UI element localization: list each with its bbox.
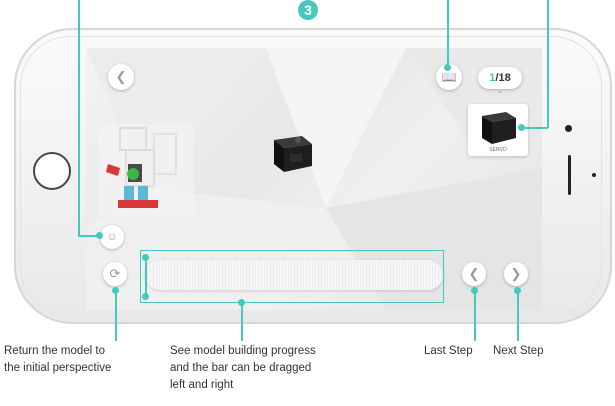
progress-highlight-box <box>140 250 444 303</box>
phone-bezel <box>20 36 602 316</box>
step-counter: 1/18 <box>478 67 522 89</box>
callout-line-thumbnail <box>547 0 549 128</box>
chevron-left-icon: ❮ <box>468 266 480 281</box>
phone-speaker <box>568 155 571 195</box>
progress-handle[interactable] <box>145 258 147 296</box>
callout-line-last-step <box>474 290 476 341</box>
callout-line-progress <box>241 303 243 341</box>
callout-dot-model-view <box>96 232 103 239</box>
book-icon: 📖 <box>441 70 457 84</box>
callout-line-reset <box>115 290 117 341</box>
progress-bar[interactable] <box>145 260 443 290</box>
callout-dot-guide <box>444 64 451 71</box>
caption-progress: See model building progress and the bar … <box>170 345 316 391</box>
model-preview-image[interactable] <box>98 124 194 216</box>
callout-line-guide <box>447 0 449 68</box>
caption-last-step: Last Step <box>424 345 473 357</box>
chevron-down-icon[interactable]: ⌄ <box>497 88 503 95</box>
part-thumbnail[interactable]: SERVO <box>468 104 528 156</box>
home-button <box>33 152 71 190</box>
chevron-left-icon: ❮ <box>115 69 127 84</box>
callout-line-thumbnail-h <box>522 127 548 129</box>
robot-face-icon: ☺ <box>106 231 118 243</box>
rotate-icon: ⟳ <box>109 266 121 281</box>
step-badge: 3 <box>298 0 318 20</box>
last-step-button[interactable]: ❮ <box>462 262 486 286</box>
progress-dot-center <box>238 299 245 306</box>
back-button[interactable]: ❮ <box>108 64 134 90</box>
model-view-button[interactable]: ☺ <box>100 225 124 249</box>
servo-thumbnail-icon <box>482 112 516 144</box>
phone-camera <box>565 125 572 132</box>
next-step-button[interactable]: ❯ <box>504 262 528 286</box>
phone-sensor <box>592 173 596 177</box>
callout-line-model-view-h <box>78 235 100 237</box>
servo-part-model[interactable] <box>268 134 314 174</box>
callout-line-next-step <box>517 290 519 341</box>
reset-view-button[interactable]: ⟳ <box>103 262 127 286</box>
caption-next-step: Next Step <box>493 345 544 357</box>
total-steps: /18 <box>495 72 511 84</box>
chevron-right-icon: ❯ <box>510 266 522 281</box>
progress-dot-top <box>142 254 149 261</box>
part-thumbnail-label: SERVO <box>489 147 507 153</box>
current-step: 1 <box>489 72 496 84</box>
callout-line-model-view <box>78 0 80 236</box>
progress-dot-bottom <box>142 293 149 300</box>
callout-dot-thumbnail <box>518 124 525 131</box>
caption-reset: Return the model to the initial perspect… <box>4 345 112 374</box>
